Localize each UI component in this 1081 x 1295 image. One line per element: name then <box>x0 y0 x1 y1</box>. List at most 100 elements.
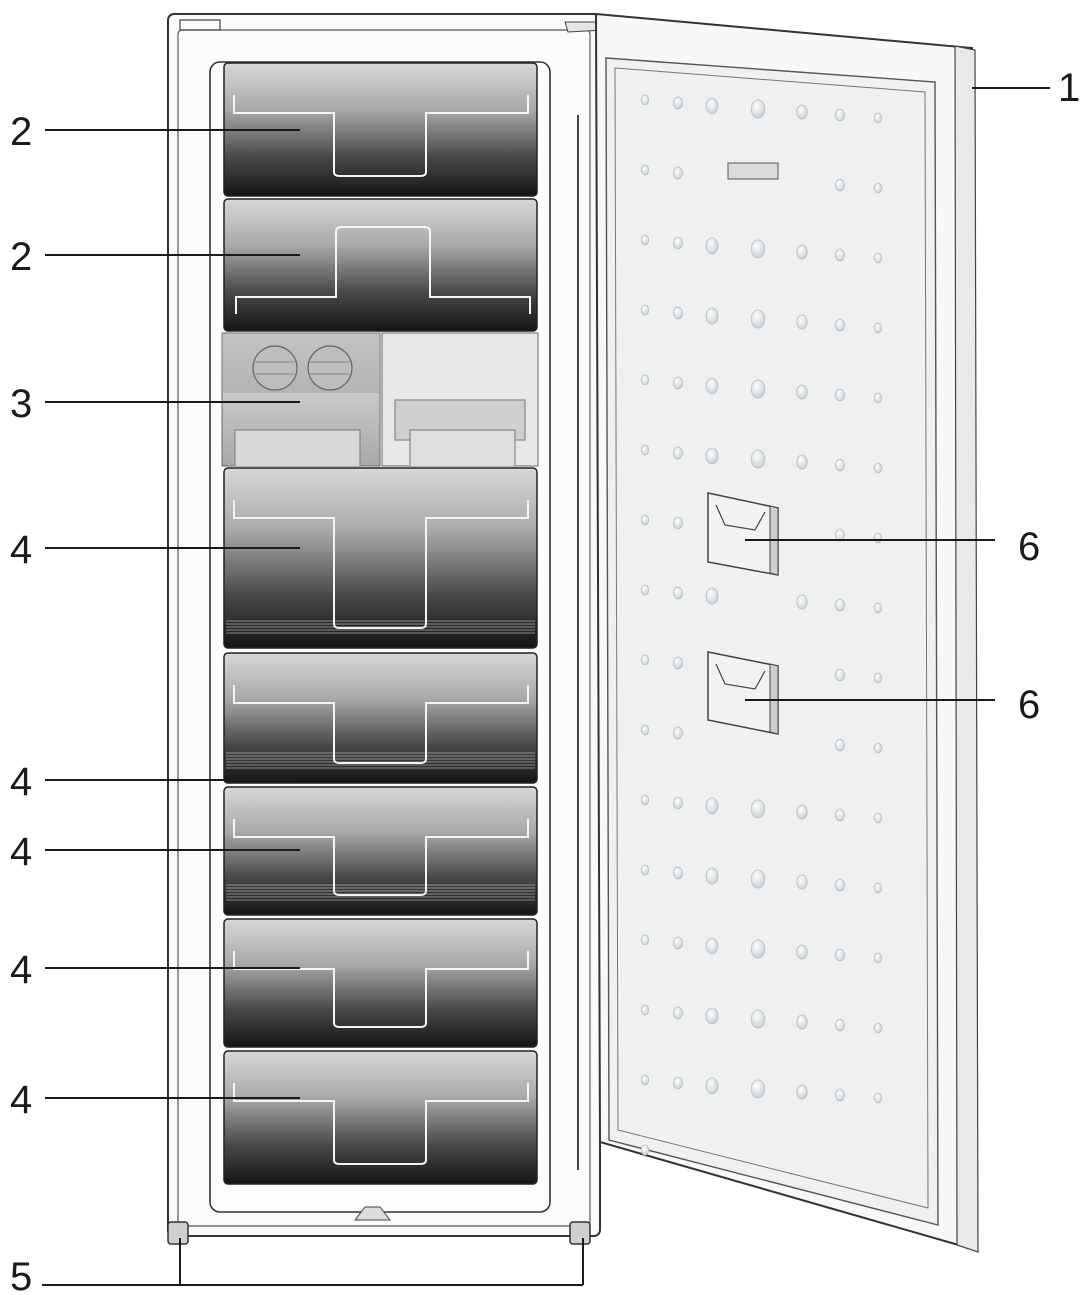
ice-tray-dial-left <box>252 345 298 391</box>
door-dimple <box>640 1144 650 1156</box>
door-dimple <box>705 867 719 885</box>
door-pocket-lower <box>707 651 779 735</box>
door-dimple <box>750 869 766 889</box>
door-dimple <box>705 1077 719 1095</box>
callout-door-pocket-2: 6 <box>1018 683 1040 727</box>
callout-drawer-large: 4 <box>10 528 32 572</box>
door-dimple <box>640 234 650 246</box>
door-dimples <box>640 94 883 1156</box>
drawers <box>223 62 538 1185</box>
door-dimple <box>835 388 845 402</box>
door-dimple <box>750 309 766 329</box>
door-dimple <box>673 936 683 950</box>
door-dimple <box>640 94 650 106</box>
door-dimple <box>705 97 719 115</box>
door-dimple <box>640 934 650 946</box>
door-dimple <box>835 178 845 192</box>
feet <box>167 1221 591 1245</box>
door-dimple <box>640 374 650 386</box>
ice-tray-section <box>221 332 539 467</box>
door-dimple <box>873 1092 883 1104</box>
door-dimple <box>640 864 650 876</box>
door-dimple <box>705 797 719 815</box>
door-dimple <box>835 1088 845 1102</box>
drawer-mid-2 <box>223 786 538 916</box>
leader-feet <box>42 1238 584 1286</box>
door-pocket-upper <box>707 492 779 576</box>
door-dimple <box>873 462 883 474</box>
door-dimple <box>673 376 683 390</box>
door-dimple <box>705 587 719 605</box>
door-dimple <box>640 794 650 806</box>
door-dimple <box>873 112 883 124</box>
door-dimple <box>673 586 683 600</box>
door-dimple <box>835 878 845 892</box>
door-dimple <box>873 602 883 614</box>
leader-lines <box>42 87 1050 1286</box>
door-dimple <box>640 304 650 316</box>
drawer-low-2 <box>223 1050 538 1185</box>
door-dimple <box>705 1007 719 1025</box>
door-dimple <box>673 96 683 110</box>
door-dimple <box>640 654 650 666</box>
door-dimple <box>705 937 719 955</box>
callout-drawer-low-1: 4 <box>10 948 32 992</box>
door-dimple <box>705 447 719 465</box>
callout-door-pocket-1: 6 <box>1018 525 1040 569</box>
door-dimple <box>750 1009 766 1029</box>
ice-tray-dial-right <box>307 345 353 391</box>
door-dimple <box>705 307 719 325</box>
door-dimple <box>873 882 883 894</box>
door-dimple <box>873 952 883 964</box>
door-dimple <box>873 182 883 194</box>
door-dimple <box>796 1084 808 1100</box>
door-dimple <box>835 108 845 122</box>
door-dimple <box>835 598 845 612</box>
drawer-low-1 <box>223 918 538 1048</box>
callout-ice-tray: 3 <box>10 382 32 426</box>
door-dimple <box>750 1079 766 1099</box>
door-dimple <box>873 672 883 684</box>
callout-drawer-mid-2: 4 <box>10 830 32 874</box>
callout-drawer-top-2: 2 <box>10 235 32 279</box>
door-dimple <box>796 454 808 470</box>
drawer-large <box>223 467 538 649</box>
door-dimple <box>750 939 766 959</box>
door-dimple <box>673 306 683 320</box>
door-dimple <box>873 812 883 824</box>
door-dimple <box>835 1018 845 1032</box>
door-dimple <box>673 1006 683 1020</box>
door-dimple <box>750 239 766 259</box>
door-dimple <box>873 322 883 334</box>
door-dimple <box>673 796 683 810</box>
callout-drawer-top-1: 2 <box>10 110 32 154</box>
door-dimple <box>640 164 650 176</box>
door-dimple <box>705 237 719 255</box>
door-dimple <box>673 1076 683 1090</box>
callout-door: 1 <box>1058 66 1080 110</box>
door-dimple <box>673 516 683 530</box>
door-dimple <box>750 379 766 399</box>
door-dimple <box>796 804 808 820</box>
door-dimple <box>673 446 683 460</box>
door-dimple <box>873 532 883 544</box>
door-dimple <box>673 726 683 740</box>
door-dimple <box>750 799 766 819</box>
door-dimple <box>673 236 683 250</box>
door-dimple <box>640 514 650 526</box>
door-dimple <box>705 377 719 395</box>
callout-drawer-low-2: 4 <box>10 1078 32 1122</box>
door-dimple <box>796 384 808 400</box>
door-dimple <box>796 594 808 610</box>
door-dimple <box>640 1074 650 1086</box>
door-dimple <box>673 866 683 880</box>
door-dimple <box>835 738 845 752</box>
door-dimple <box>835 248 845 262</box>
door-dimple <box>835 318 845 332</box>
door <box>594 12 979 1253</box>
door-dimple <box>873 252 883 264</box>
door-dimple <box>835 808 845 822</box>
door-dimple <box>796 944 808 960</box>
drawer-top-2 <box>223 198 538 332</box>
door-dimple <box>750 449 766 469</box>
